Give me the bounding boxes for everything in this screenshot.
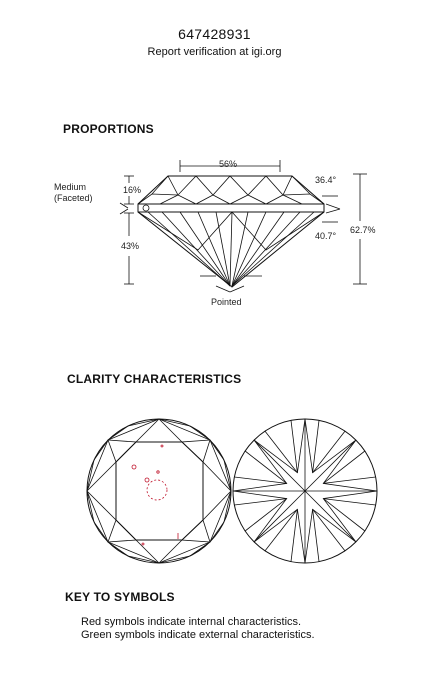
table-value: 56% xyxy=(219,159,238,169)
pavilion-half-line xyxy=(264,509,298,552)
pavilion-half-line xyxy=(312,430,346,473)
internal-inclusions xyxy=(131,444,179,546)
pavilion-depth-value: 43% xyxy=(121,241,140,251)
pavilion-half-line xyxy=(312,420,320,473)
pavilion-main-line xyxy=(253,490,306,543)
key-title: KEY TO SYMBOLS xyxy=(65,590,175,604)
pavilion-half-line xyxy=(244,450,287,484)
pavilion-half-line xyxy=(312,509,320,562)
verification-note: Report verification at igi.org xyxy=(147,46,282,58)
crown-view-plot xyxy=(86,418,232,564)
crown-angle-value: 36.4° xyxy=(315,175,337,185)
total-depth-bracket xyxy=(353,173,367,285)
key-red-line: Red symbols indicate internal characteri… xyxy=(81,616,302,628)
girdle-label: Medium xyxy=(54,182,87,192)
pavilion-half-line xyxy=(323,476,376,484)
pavilion-view-plot xyxy=(232,418,378,564)
key-green-line: Green symbols indicate external characte… xyxy=(81,629,315,641)
culet-value: Pointed xyxy=(211,297,242,307)
pavilion-main-line xyxy=(253,439,306,492)
clarity-title: CLARITY CHARACTERISTICS xyxy=(67,372,242,386)
pavilion-half-line xyxy=(234,476,287,484)
pavilion-star xyxy=(232,418,378,564)
pavilion-half-line xyxy=(234,498,287,506)
pavilion-half-line xyxy=(312,509,346,552)
pavilion-half-line xyxy=(244,498,287,532)
pavilion-half-line xyxy=(290,420,298,473)
pavilion-half-line xyxy=(290,509,298,562)
angle-markers xyxy=(322,195,341,223)
proportions-title: PROPORTIONS xyxy=(63,122,154,136)
crown-height-value: 16% xyxy=(123,185,142,195)
table-bracket xyxy=(179,160,281,172)
pavilion-depth-bracket xyxy=(124,212,134,285)
report-number: 647428931 xyxy=(178,26,251,42)
pavilion-half-line xyxy=(323,450,366,484)
crown-height-bracket xyxy=(124,175,134,205)
total-depth-value: 62.7% xyxy=(350,225,376,235)
pavilion-main-line xyxy=(304,439,357,492)
pavilion-main-line xyxy=(304,490,357,543)
girdle-marker xyxy=(119,202,150,215)
pavilion-angle-value: 40.7° xyxy=(315,231,337,241)
pavilion-half-line xyxy=(323,498,376,506)
pavilion-half-line xyxy=(264,430,298,473)
diamond-profile xyxy=(137,175,325,288)
culet-marks xyxy=(200,275,262,293)
pavilion-half-line xyxy=(323,498,366,532)
girdle-label-type: (Faceted) xyxy=(54,193,93,203)
